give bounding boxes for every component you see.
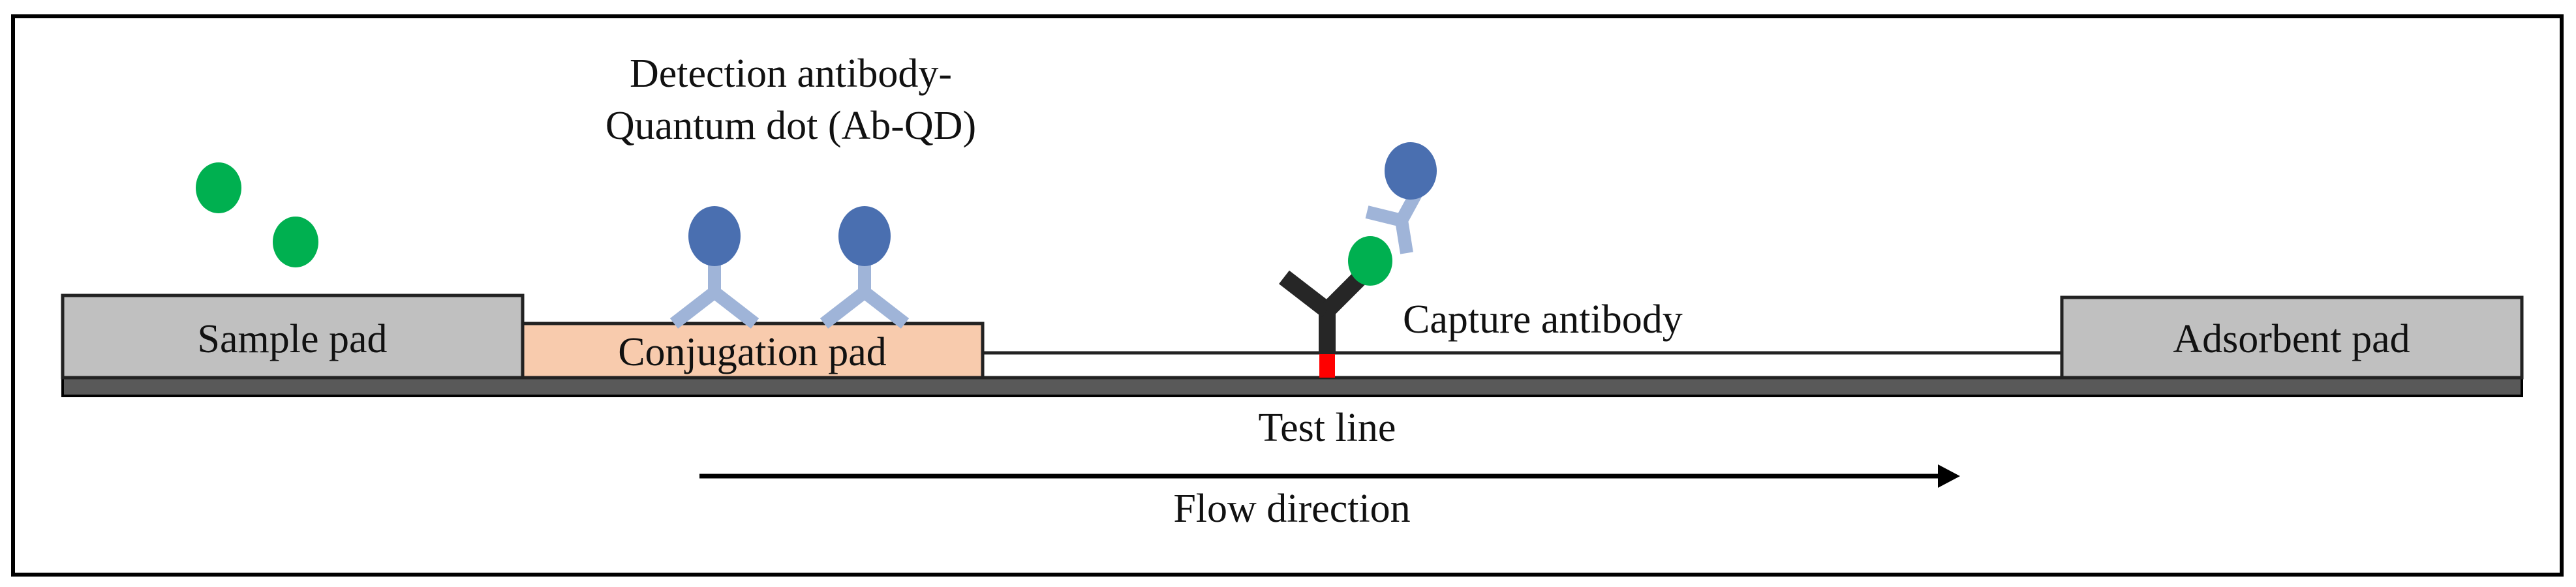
conjugation-pad-label: Conjugation pad (618, 330, 887, 374)
quantum-dot-icon (688, 206, 741, 266)
test-line-label: Test line (1259, 406, 1396, 450)
sample-pad-label: Sample pad (198, 317, 388, 361)
analyte-icon (273, 217, 318, 267)
capture-antibody-label: Capture antibody (1403, 297, 1683, 342)
detection-antibody-label-line1: Detection antibody- (630, 52, 952, 96)
flow-direction-label: Flow direction (1173, 487, 1410, 531)
sample-pad (61, 294, 525, 380)
backing-card (61, 376, 2523, 397)
detection-antibody-label-line2: Quantum dot (Ab-QD) (606, 104, 976, 148)
adsorbent-pad-label: Adsorbent pad (2173, 317, 2410, 361)
flow-direction-arrow-icon (699, 464, 1960, 488)
bound-detection-antibody-icon (1365, 142, 1437, 254)
analyte-icon (196, 162, 241, 213)
test-line-mark (1319, 354, 1335, 378)
adsorbent-pad (2060, 295, 2524, 380)
quantum-dot-icon (838, 206, 891, 266)
detection-antibody-qd-icon (820, 206, 910, 329)
membrane (981, 351, 2064, 380)
detection-antibody-qd-icon (669, 206, 759, 329)
analyte-bound-icon (1348, 236, 1392, 286)
quantum-dot-icon (1385, 142, 1437, 200)
